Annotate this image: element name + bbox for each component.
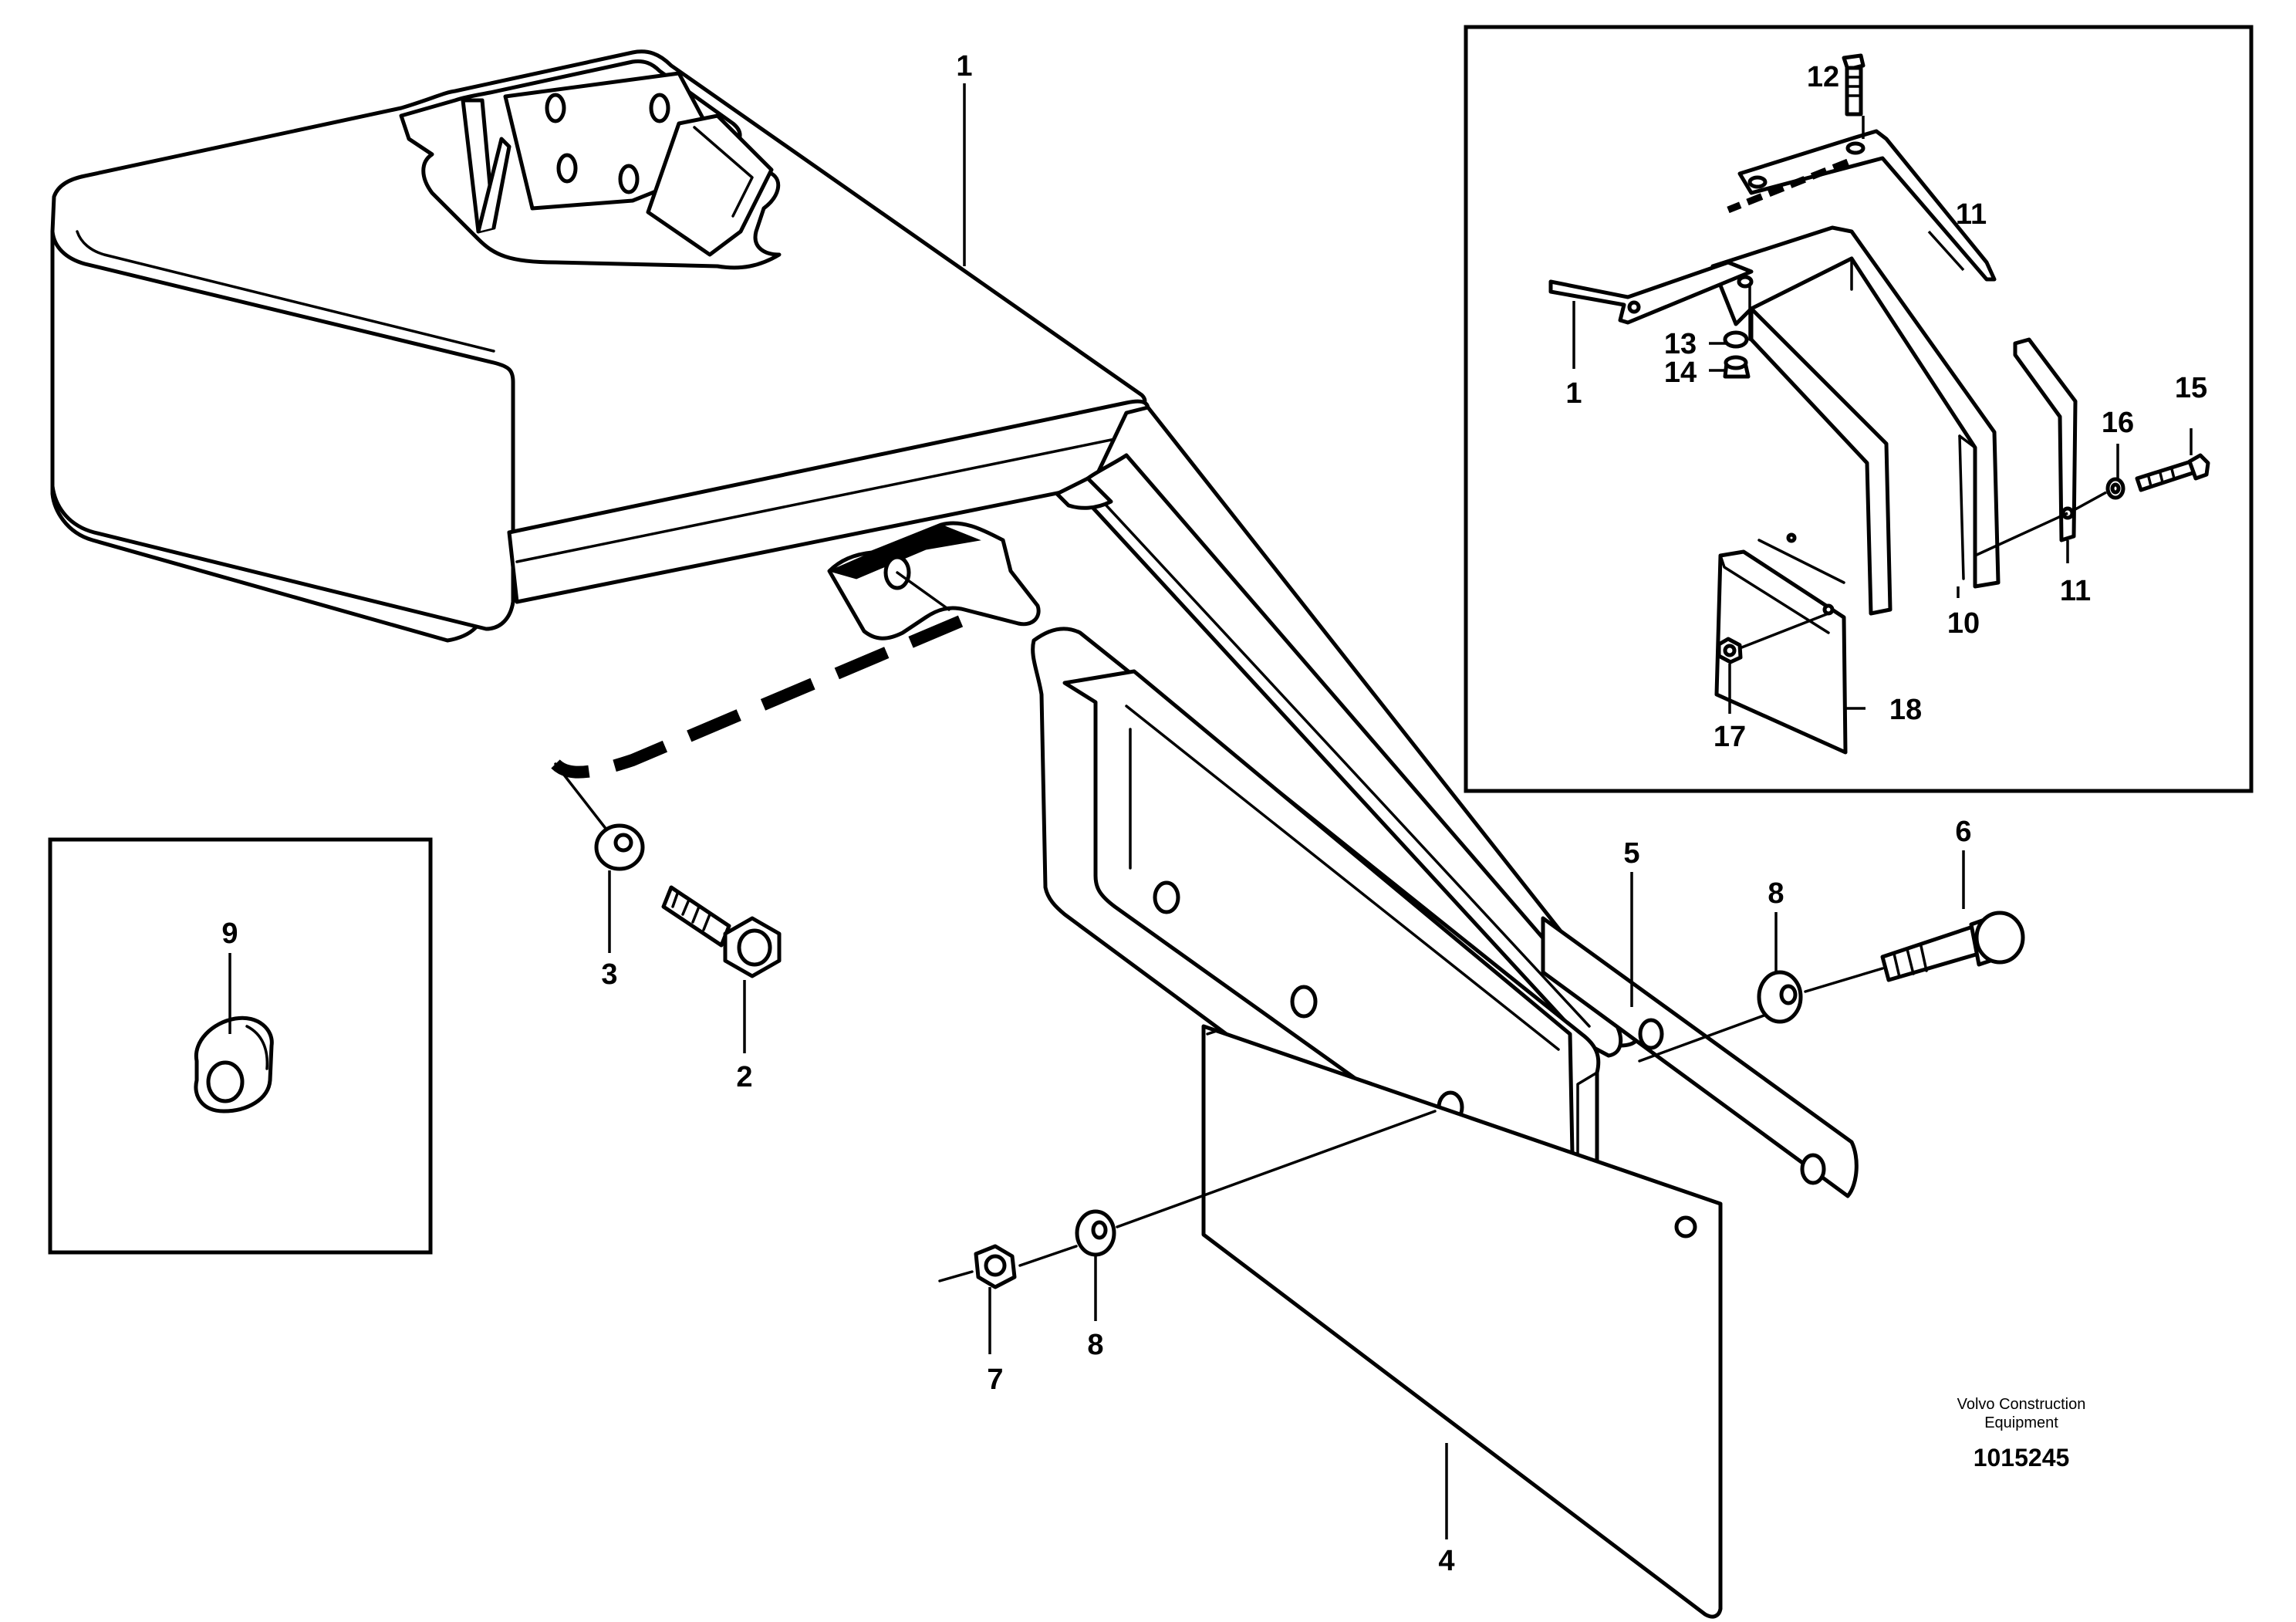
washer-8-right — [1757, 970, 1803, 1024]
detail-box-9 — [48, 837, 433, 1255]
label-8-lower: 8 — [1087, 1329, 1103, 1361]
label-11-upper: 11 — [1956, 198, 1987, 231]
assembly-path-1 — [551, 615, 964, 779]
brand-line-1: Volvo Construction — [1957, 1396, 2086, 1413]
label-12: 12 — [1807, 61, 1839, 93]
drawing-number: 1015245 — [1974, 1444, 2070, 1472]
label-detail-1: 1 — [1565, 377, 1582, 410]
brand-line-2: Equipment — [1984, 1414, 2058, 1431]
label-3: 3 — [601, 958, 617, 991]
label-7: 7 — [987, 1363, 1003, 1396]
part-labels: 1 2 3 4 5 6 7 8 8 9 1 10 11 11 12 13 14 … — [221, 50, 2207, 1577]
bolt-2 — [661, 885, 782, 978]
detail-box-bracket — [1464, 25, 2254, 793]
washer-3 — [594, 823, 645, 871]
label-17: 17 — [1714, 721, 1746, 753]
bolt-6 — [1880, 911, 2025, 982]
clamp-strip — [1541, 916, 1859, 1198]
footer: Volvo Construction Equipment 1015245 — [1957, 1396, 2086, 1472]
nut-7 — [974, 1244, 1017, 1289]
washer-8-lower — [1075, 1209, 1116, 1257]
label-6: 6 — [1955, 816, 1971, 848]
bolt-12 — [1842, 53, 1866, 117]
label-14: 14 — [1664, 357, 1697, 389]
label-2: 2 — [736, 1061, 752, 1093]
label-18: 18 — [1889, 694, 1922, 726]
label-8-upper: 8 — [1768, 877, 1784, 910]
label-11-lower: 11 — [2060, 575, 2091, 607]
label-16: 16 — [2102, 407, 2134, 439]
label-4: 4 — [1438, 1545, 1454, 1577]
label-5: 5 — [1623, 837, 1639, 870]
label-9: 9 — [221, 917, 238, 950]
label-1: 1 — [956, 50, 972, 83]
bushing-9 — [194, 1015, 274, 1113]
label-15: 15 — [2175, 372, 2207, 404]
label-13: 13 — [1664, 328, 1697, 360]
leader-lines — [608, 83, 2193, 1539]
mudflap — [1201, 1024, 1723, 1619]
label-10: 10 — [1947, 607, 1980, 640]
